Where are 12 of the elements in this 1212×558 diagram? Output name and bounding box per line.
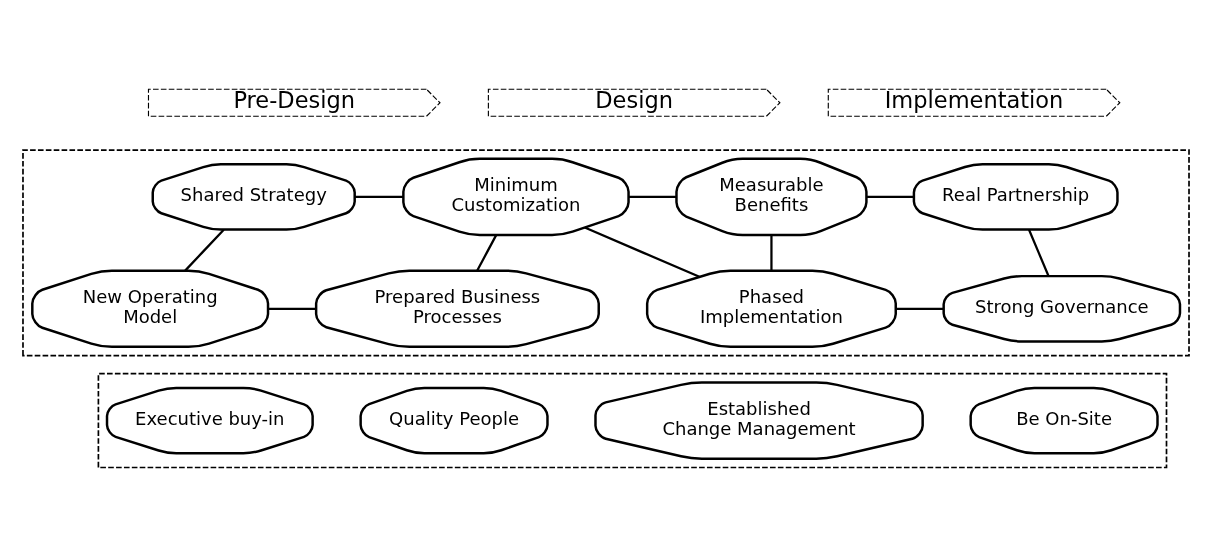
cluster — [97, 372, 1168, 468]
connector — [895, 307, 944, 310]
cluster — [22, 148, 1190, 356]
connector — [1028, 228, 1050, 276]
connector — [184, 228, 225, 271]
connector — [476, 233, 498, 271]
connector — [354, 195, 404, 198]
connector — [268, 307, 316, 310]
connector — [770, 234, 773, 271]
connector — [628, 195, 677, 198]
connector — [866, 195, 914, 198]
connector — [584, 226, 700, 278]
